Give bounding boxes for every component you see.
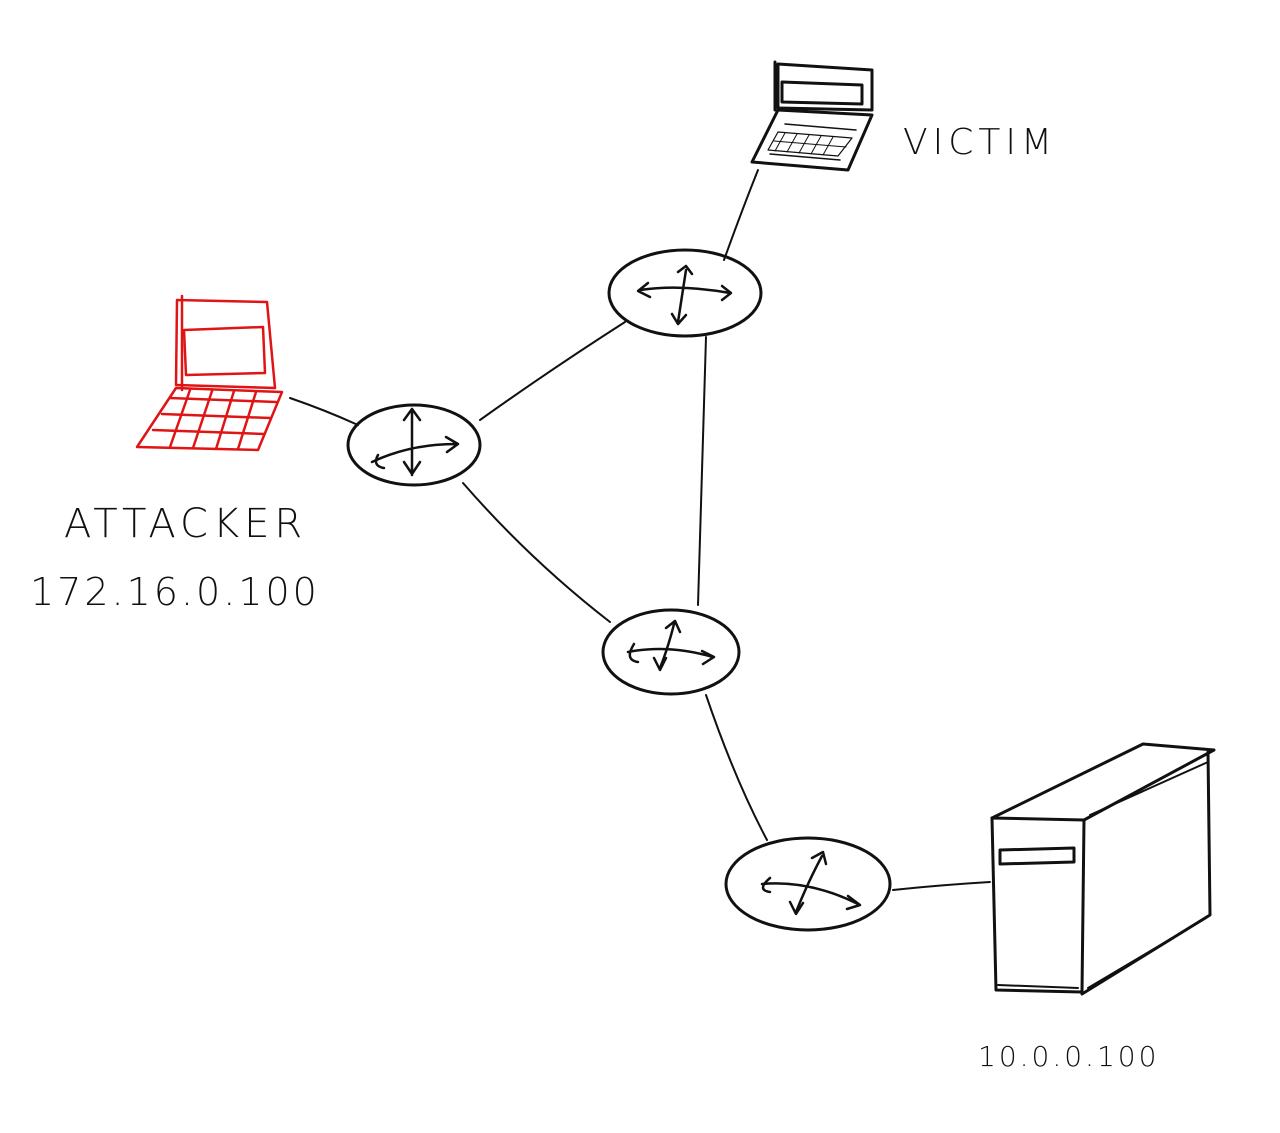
router-bottom-icon [724,836,892,932]
link-victim-router [723,169,759,261]
link-router-bottom-server [892,881,991,891]
victim-laptop-icon [750,60,874,172]
attacker-ip-label: 172.16.0.100 [30,570,320,614]
link-router-left-router-middle [462,482,611,623]
server-ip-label: 10.0.0.100 [978,1040,1160,1073]
router-left-icon [346,403,482,487]
link-router-top-router-middle [697,336,707,606]
attacker-laptop-icon [135,294,284,452]
link-attacker-router [289,397,359,426]
attacker-label: ATTACKER [64,501,308,547]
victim-label: VICTIM [903,122,1058,163]
router-top-icon [607,248,763,338]
server-icon [990,742,1216,996]
link-router-left-router-top [479,321,626,421]
link-router-middle-router-bottom [705,694,768,841]
router-middle-icon [601,608,741,696]
links [289,169,991,891]
